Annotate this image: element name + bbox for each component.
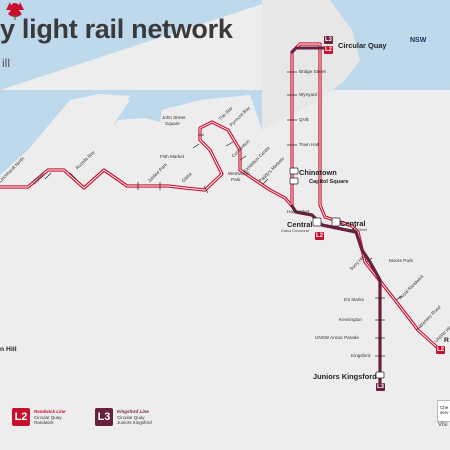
hub-chinatown: Chinatown — [299, 168, 337, 177]
badge-l3-circular-quay: L3 — [324, 36, 333, 44]
land-south — [0, 98, 450, 450]
station-bridge-street: Bridge Street — [299, 69, 326, 74]
edge-label-hill: n Hill — [0, 346, 17, 353]
station-fish-market: Fish Market — [160, 154, 184, 159]
station-haymarket: Haymarket — [287, 209, 310, 214]
peninsula-land — [262, 0, 360, 130]
legend-l2-swatch — [12, 408, 30, 426]
interchange-markers — [289, 167, 385, 379]
station-qvb: QVB — [299, 117, 309, 122]
ticket-info-box — [437, 400, 450, 422]
station-kingsford: Kingsford — [351, 353, 371, 358]
hub-central-right: Central — [340, 219, 366, 228]
edge-label-randwick: R — [444, 337, 449, 344]
legend-l3-text: Kingsford Line Circular Quay Juniors Kin… — [117, 409, 152, 426]
legend-l2-line1: Circular Quay — [34, 414, 62, 420]
badge-l2-randwick: L2 — [436, 346, 445, 354]
station-es-marks: ES Marks — [344, 297, 364, 302]
ticket-line-1: Che — [440, 405, 449, 410]
hub-capitol-square: Capitol Square — [309, 179, 349, 185]
legend-l3-line1: Circular Quay — [117, 414, 145, 420]
badge-l2-central: L2 — [315, 232, 324, 240]
visit-text: Visi — [438, 422, 448, 428]
station-moore-park: Moore Park — [389, 258, 413, 263]
nsw-logo-text: NSW — [410, 37, 427, 44]
station-wynyard: Wynyard — [299, 92, 318, 97]
hub-central-left-sub: Grand Concourse — [281, 229, 310, 233]
l2-track — [0, 42, 442, 352]
legend-l2-text: Randwick Line Circular Quay Randwick — [34, 409, 66, 426]
ticket-info-text: Che serv — [440, 405, 449, 416]
hub-juniors-kingsford: Juniors Kingsford — [313, 372, 377, 381]
hub-central-right-sub: Chalmers Street — [341, 228, 367, 232]
legend-l2-title: Randwick Line — [34, 409, 66, 414]
legend-l2-badge: L2 — [14, 411, 28, 423]
legend-l3-line2: Juniors Kingsford — [117, 420, 152, 426]
hub-circular-quay: Circular Quay — [338, 41, 387, 50]
station-wentworth-park: Park — [231, 177, 241, 182]
nsw-waratah-icon — [6, 2, 24, 20]
station-ticks — [44, 71, 423, 357]
legend-l2-line2: Randwick — [34, 420, 54, 426]
badge-l3-kingsford: L3 — [376, 383, 385, 391]
l3-track — [290, 46, 382, 387]
ticket-line-2: serv — [440, 410, 449, 416]
station-town-hall: Town Hall — [299, 142, 319, 147]
badge-l2-circular-quay: L2 — [324, 46, 333, 54]
station-john-street: John Street — [162, 115, 186, 120]
hub-central-left: Central — [287, 220, 313, 229]
map-title: y light rail network — [0, 14, 233, 44]
legend-l3-swatch — [95, 408, 113, 426]
legend-l3-title: Kingsford Line — [117, 409, 149, 414]
map-subtitle: ill — [2, 56, 10, 70]
station-kensington: Kensington — [339, 317, 362, 322]
station-wentworth: Wentworth — [228, 171, 250, 176]
station-unsw-anzac: UNSW Anzac Parade — [315, 335, 359, 340]
legend-l3-badge: L3 — [97, 411, 111, 423]
station-john-street-square: Square — [165, 121, 180, 126]
